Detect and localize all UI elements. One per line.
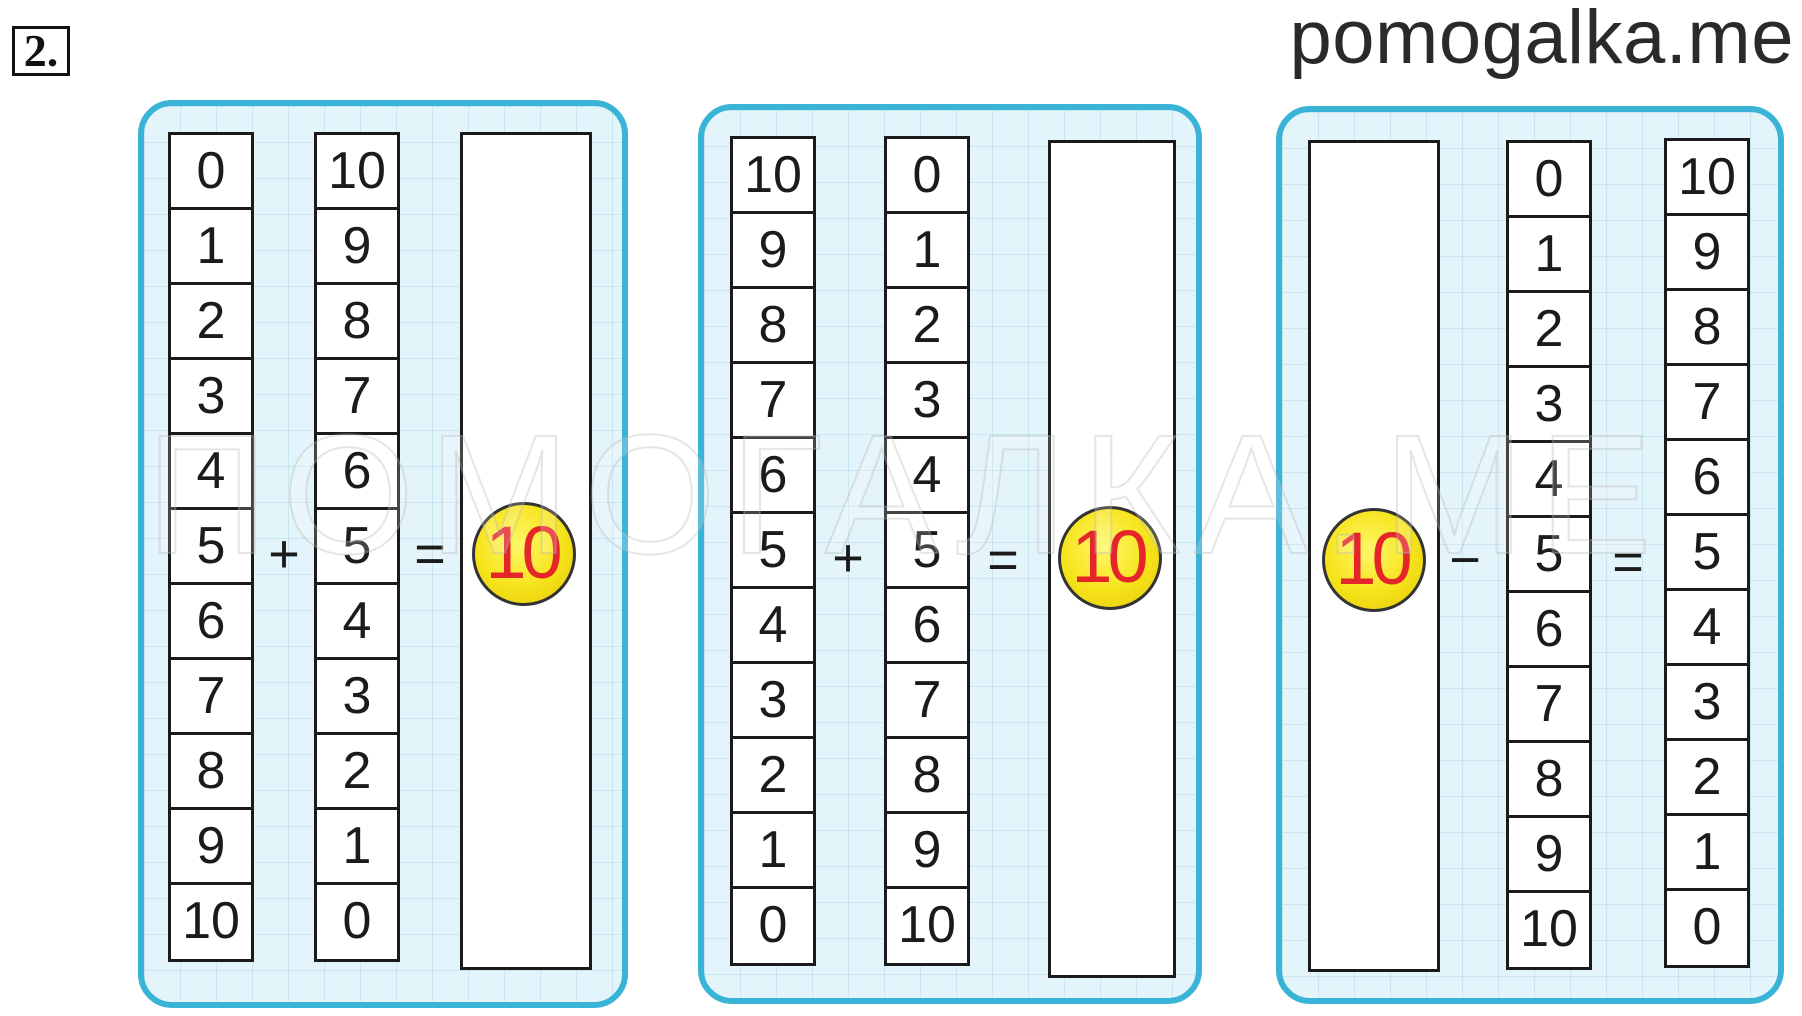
number-cell: 3 (171, 360, 251, 435)
site-watermark: pomogalka.me (1289, 0, 1794, 80)
number-cell: 0 (342, 892, 372, 950)
number-cell: 0 (1692, 898, 1722, 956)
number-cell: 4 (1509, 443, 1589, 518)
number-cell: 10 (182, 892, 240, 950)
number-cell: 6 (733, 439, 813, 514)
panel-1-result-circle: 10 (472, 502, 576, 606)
number-cell: 0 (171, 135, 251, 210)
number-cell: 7 (1509, 668, 1589, 743)
panel-3-minus-sign: − (1449, 530, 1481, 590)
number-cell: 8 (1509, 743, 1589, 818)
number-cell: 6 (1667, 441, 1747, 516)
number-cell: 9 (733, 214, 813, 289)
number-cell: 5 (1667, 516, 1747, 591)
number-cell: 5 (317, 510, 397, 585)
number-cell: 5 (171, 510, 251, 585)
number-cell: 2 (1667, 741, 1747, 816)
number-cell: 5 (887, 514, 967, 589)
number-cell: 6 (317, 435, 397, 510)
number-cell: 0 (758, 896, 788, 954)
number-cell: 9 (1509, 818, 1589, 893)
number-cell: 3 (1667, 666, 1747, 741)
number-cell: 4 (887, 439, 967, 514)
number-cell: 9 (1667, 216, 1747, 291)
panel-1-plus-sign: + (268, 524, 300, 584)
number-cell: 4 (171, 435, 251, 510)
number-cell: 4 (1667, 591, 1747, 666)
number-cell: 2 (171, 285, 251, 360)
number-cell: 6 (1509, 593, 1589, 668)
number-cell: 10 (1667, 141, 1747, 216)
number-cell: 9 (887, 814, 967, 889)
panel-1-equals-sign: = (414, 524, 446, 584)
number-cell: 1 (887, 214, 967, 289)
number-cell: 7 (1667, 366, 1747, 441)
number-cell: 4 (317, 585, 397, 660)
number-cell: 1 (317, 810, 397, 885)
task-number: 2. (12, 26, 70, 76)
number-cell: 0 (887, 139, 967, 214)
number-cell: 1 (1667, 816, 1747, 891)
number-cell: 7 (887, 664, 967, 739)
number-cell: 4 (733, 589, 813, 664)
number-cell: 10 (1520, 900, 1578, 958)
panel-2-result-circle: 10 (1058, 506, 1162, 610)
number-cell: 1 (733, 814, 813, 889)
number-cell: 3 (887, 364, 967, 439)
number-cell: 1 (171, 210, 251, 285)
number-cell: 8 (733, 289, 813, 364)
number-cell: 0 (1509, 143, 1589, 218)
number-cell: 8 (171, 735, 251, 810)
panel-2-equals-sign: = (987, 530, 1019, 590)
panel-3-equals-sign: = (1612, 532, 1644, 592)
number-cell: 9 (317, 210, 397, 285)
number-cell: 3 (733, 664, 813, 739)
number-cell: 7 (733, 364, 813, 439)
number-cell: 2 (733, 739, 813, 814)
number-cell: 9 (171, 810, 251, 885)
number-cell: 7 (171, 660, 251, 735)
panel-3-minuend-circle: 10 (1322, 508, 1426, 612)
number-cell: 2 (887, 289, 967, 364)
number-cell: 10 (317, 135, 397, 210)
number-cell: 6 (887, 589, 967, 664)
number-cell: 8 (887, 739, 967, 814)
number-cell: 1 (1509, 218, 1589, 293)
number-cell: 10 (898, 896, 956, 954)
number-cell: 6 (171, 585, 251, 660)
number-cell: 5 (1509, 518, 1589, 593)
number-cell: 8 (317, 285, 397, 360)
number-cell: 3 (1509, 368, 1589, 443)
number-cell: 7 (317, 360, 397, 435)
number-cell: 10 (733, 139, 813, 214)
number-cell: 5 (733, 514, 813, 589)
number-cell: 3 (317, 660, 397, 735)
number-cell: 8 (1667, 291, 1747, 366)
number-cell: 2 (317, 735, 397, 810)
panel-2-plus-sign: + (832, 528, 864, 588)
number-cell: 2 (1509, 293, 1589, 368)
